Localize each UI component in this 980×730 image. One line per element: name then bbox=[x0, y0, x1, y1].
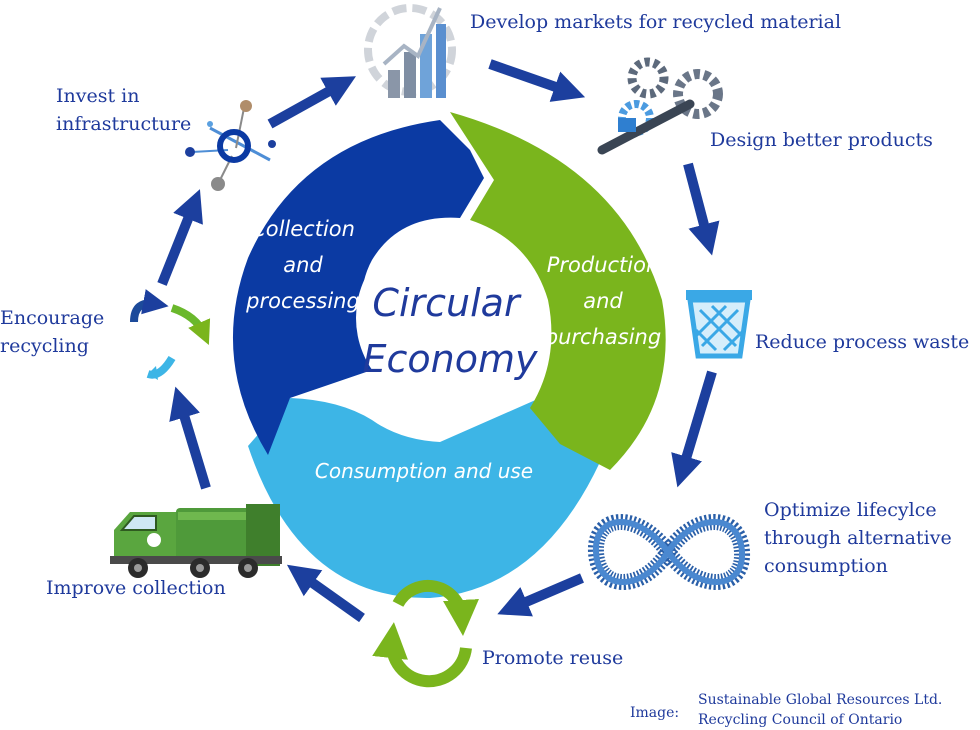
arrow-reuse-to-collection bbox=[286, 564, 365, 623]
label-encourage-line1: Encourage bbox=[0, 307, 105, 329]
center-title-line2: Economy bbox=[363, 337, 539, 381]
arrow-optimize-to-reuse bbox=[497, 573, 584, 617]
segment-collection bbox=[232, 120, 484, 455]
label-invest-infrastructure: Invest in infrastructure bbox=[56, 82, 191, 138]
bar-chart-icon bbox=[364, 4, 456, 98]
garbage-truck-icon bbox=[110, 504, 282, 578]
segment-consumption bbox=[248, 398, 600, 599]
label-invest-line2: infrastructure bbox=[56, 113, 192, 135]
arrow-collection-to-recycling bbox=[169, 386, 211, 490]
label-develop-markets-text: Develop markets for recycled material bbox=[470, 11, 842, 33]
label-reduce-waste-text: Reduce process waste bbox=[755, 331, 970, 353]
waste-basket-icon bbox=[686, 290, 752, 359]
segment-production-line2: and bbox=[583, 289, 623, 313]
segment-production bbox=[450, 112, 666, 470]
center-title-line1: Circular bbox=[372, 281, 522, 325]
label-design-products: Design better products bbox=[710, 126, 933, 154]
label-optimize-lifecycle: Optimize lifecylce through alternative c… bbox=[764, 496, 952, 580]
label-develop-markets: Develop markets for recycled material bbox=[470, 8, 841, 36]
segment-collection-line2: and bbox=[283, 253, 323, 277]
label-invest-line1: Invest in bbox=[56, 85, 140, 107]
label-optimize-line3: consumption bbox=[764, 555, 888, 577]
label-promote-reuse-text: Promote reuse bbox=[482, 647, 624, 669]
segment-production-line3: purchasing bbox=[544, 325, 661, 349]
center-hub bbox=[356, 226, 540, 410]
gears-icon bbox=[597, 57, 723, 155]
label-encourage-line2: recycling bbox=[0, 335, 89, 357]
recycling-arrows-icon bbox=[130, 289, 211, 380]
image-credit-line2: Recycling Council of Ontario bbox=[698, 712, 903, 728]
arrow-infrastructure-to-markets bbox=[267, 76, 356, 129]
label-optimize-line1: Optimize lifecylce bbox=[764, 499, 937, 521]
infinity-icon bbox=[588, 514, 750, 590]
segment-collection-line1: Collection bbox=[251, 217, 355, 241]
segment-production-line1: Production bbox=[547, 253, 660, 277]
cycle-arrows bbox=[157, 59, 720, 623]
segment-consumption-label: Consumption and use bbox=[315, 459, 533, 483]
arrow-design-to-waste bbox=[683, 162, 720, 256]
label-improve-collection-text: Improve collection bbox=[46, 577, 226, 599]
label-design-products-text: Design better products bbox=[710, 129, 933, 151]
label-reduce-waste: Reduce process waste bbox=[755, 328, 969, 356]
label-encourage-recycling: Encourage recycling bbox=[0, 304, 104, 360]
segment-collection-line3: processing bbox=[245, 289, 360, 313]
label-improve-collection: Improve collection bbox=[46, 574, 226, 602]
arrow-recycling-to-infrastructure bbox=[157, 189, 203, 286]
arrow-markets-to-design bbox=[488, 59, 586, 102]
network-node-icon bbox=[185, 100, 276, 191]
label-optimize-line2: through alternative bbox=[764, 527, 952, 549]
image-credit-line1: Sustainable Global Resources Ltd. bbox=[698, 692, 943, 708]
image-credit-label: Image: bbox=[630, 705, 680, 721]
reuse-arrows-icon bbox=[372, 579, 479, 688]
label-promote-reuse: Promote reuse bbox=[482, 644, 623, 672]
central-ring bbox=[232, 112, 666, 599]
arrow-waste-to-optimize bbox=[671, 370, 717, 488]
